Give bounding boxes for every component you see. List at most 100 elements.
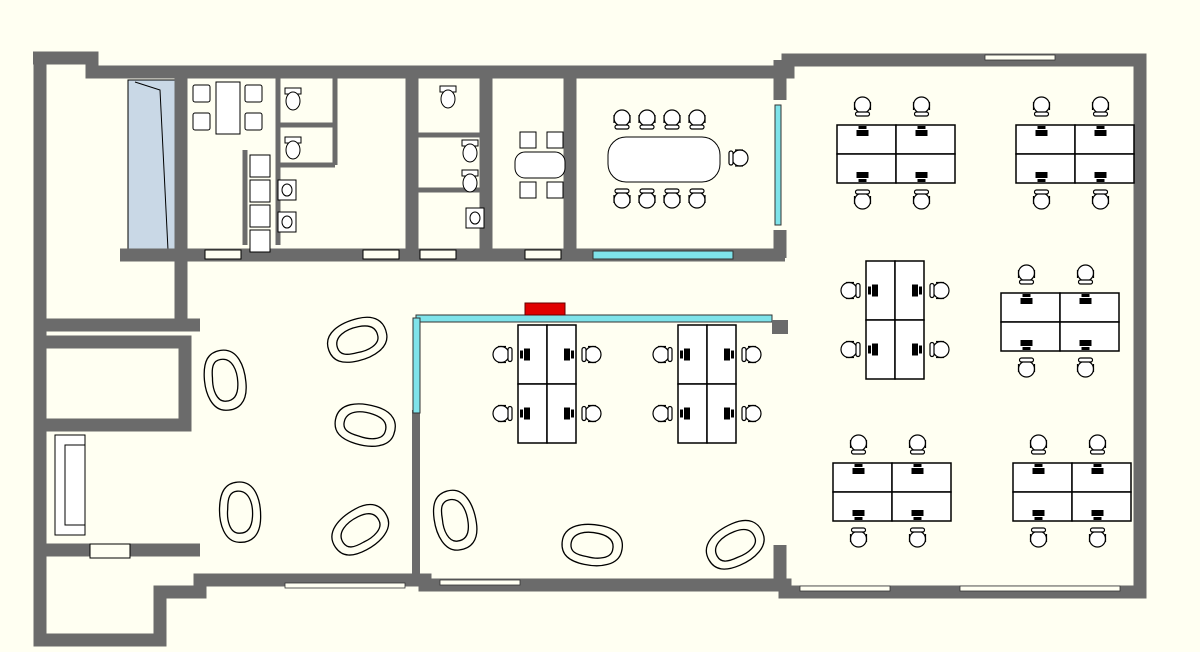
office-chair-icon xyxy=(912,189,931,210)
door xyxy=(89,543,131,559)
sofa-icon xyxy=(54,434,86,536)
glass-conference-bottom xyxy=(592,250,734,260)
desk xyxy=(836,153,897,184)
lounge-table-icon xyxy=(705,519,765,570)
monitor-icon xyxy=(868,343,878,356)
monitor-icon xyxy=(911,510,924,520)
doors xyxy=(89,249,562,559)
office-chair-icon xyxy=(652,404,673,423)
monitor-icon xyxy=(564,348,574,361)
office-chair-icon xyxy=(688,188,706,209)
desk xyxy=(1071,462,1132,493)
office-chair-icon xyxy=(1076,357,1095,378)
lounge-table-icon xyxy=(203,349,247,411)
toilet-icon xyxy=(439,85,457,109)
office-chair-icon xyxy=(908,527,927,548)
meeting-chair-icon xyxy=(244,112,263,131)
monitor-icon xyxy=(915,126,928,136)
office-chair-icon xyxy=(849,434,868,455)
meeting-chair-icon xyxy=(244,84,263,103)
desk xyxy=(891,462,952,493)
office-chair-icon xyxy=(908,434,927,455)
lounge-table-icon xyxy=(432,489,478,551)
monitor-icon xyxy=(1032,510,1045,520)
office-chair-icon xyxy=(1029,434,1048,455)
desk xyxy=(1000,321,1061,352)
conference-table-icon xyxy=(607,136,721,183)
monitor-icon xyxy=(724,348,734,361)
cabinet xyxy=(249,154,271,178)
office-chair-icon xyxy=(613,188,631,209)
desk xyxy=(1059,321,1120,352)
office-chair-icon xyxy=(613,109,631,130)
lounge-table-icon xyxy=(331,503,390,556)
monitor-icon xyxy=(915,172,928,182)
meeting-chair-icon xyxy=(192,84,211,103)
desk xyxy=(891,491,952,522)
cabinet xyxy=(249,179,271,203)
office-chair-icon xyxy=(1091,189,1110,210)
desk xyxy=(1071,491,1132,522)
desk xyxy=(1015,124,1076,155)
door xyxy=(204,249,242,260)
lounge-table-icon xyxy=(218,481,262,543)
desk xyxy=(895,124,956,155)
monitor-icon xyxy=(912,343,922,356)
lounge-table-icon xyxy=(334,403,396,447)
door xyxy=(524,249,562,260)
desk xyxy=(836,124,897,155)
office-chair-icon xyxy=(929,281,950,300)
stair-line xyxy=(134,81,169,251)
door xyxy=(419,249,457,260)
desk xyxy=(895,153,956,184)
column xyxy=(772,320,788,334)
window xyxy=(959,585,1121,592)
desk xyxy=(1074,124,1135,155)
office-chair-icon xyxy=(663,188,681,209)
monitor-icon xyxy=(520,407,530,420)
door xyxy=(362,249,400,260)
red-marker xyxy=(524,302,566,316)
office-chair-icon xyxy=(581,404,602,423)
window xyxy=(284,582,406,589)
glass-partitions xyxy=(412,104,782,414)
desk xyxy=(1000,292,1061,323)
monitor-icon xyxy=(1020,340,1033,350)
office-chair-icon xyxy=(492,345,513,364)
lounge-table-icon xyxy=(326,316,388,363)
monitor-icon xyxy=(1091,464,1104,474)
sink-icon xyxy=(465,207,485,229)
monitor-icon xyxy=(868,284,878,297)
office-chair-icon xyxy=(638,109,656,130)
monitor-icon xyxy=(564,407,574,420)
office-chair-icon xyxy=(1091,96,1110,117)
small-table xyxy=(215,81,241,135)
office-chair-icon xyxy=(652,345,673,364)
monitor-icon xyxy=(912,284,922,297)
office-chair-icon xyxy=(1088,527,1107,548)
window xyxy=(984,54,1056,61)
office-chair-icon xyxy=(929,340,950,359)
inner-partitions xyxy=(242,72,486,245)
cabinet xyxy=(249,204,271,228)
office-chair-icon xyxy=(1032,96,1051,117)
office-chair-icon xyxy=(638,188,656,209)
meeting-chair-icon xyxy=(192,112,211,131)
glass-conference-side xyxy=(774,104,782,226)
monitor-icon xyxy=(520,348,530,361)
monitor-icon xyxy=(1020,294,1033,304)
monitor-icon xyxy=(724,407,734,420)
monitor-icon xyxy=(680,348,690,361)
monitor-icon xyxy=(1091,510,1104,520)
meeting-chair-icon xyxy=(546,181,564,199)
monitor-icon xyxy=(1094,126,1107,136)
office-chair-icon xyxy=(849,527,868,548)
office-chair-icon xyxy=(741,345,762,364)
monitor-icon xyxy=(1079,294,1092,304)
desk xyxy=(1012,491,1073,522)
window xyxy=(439,579,521,586)
office-chair-icon xyxy=(840,281,861,300)
monitor-icon xyxy=(856,126,869,136)
monitor-icon xyxy=(1035,126,1048,136)
